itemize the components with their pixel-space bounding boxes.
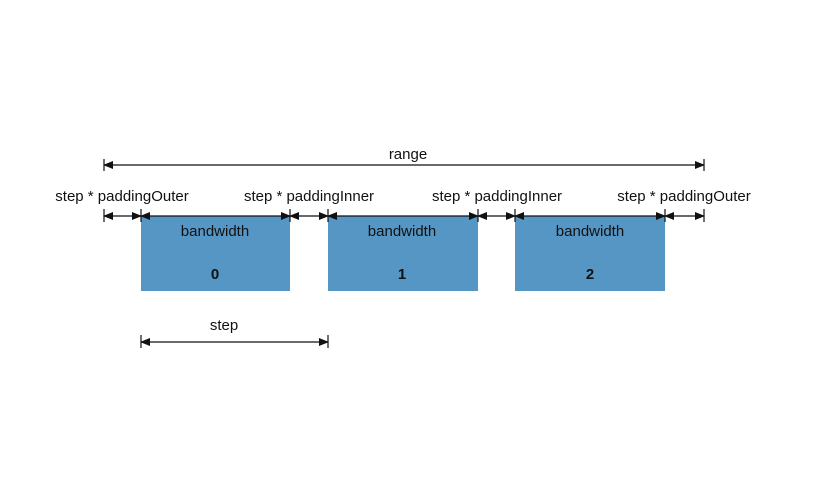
band-index-1: 1 — [398, 266, 406, 283]
step-dimension: step — [140, 317, 329, 348]
band-rect-2 — [515, 216, 665, 291]
band-rect-1 — [328, 216, 478, 291]
padding-outer-right-label: step * paddingOuter — [617, 188, 750, 205]
band-index-0: 0 — [211, 266, 219, 283]
padding-inner-left-label: step * paddingInner — [244, 188, 374, 205]
band-index-2: 2 — [586, 266, 594, 283]
padding-inner-right-label: step * paddingInner — [432, 188, 562, 205]
bands: bandwidth bandwidth bandwidth 0 1 2 — [141, 216, 665, 291]
padding-outer-left-label: step * paddingOuter — [55, 188, 188, 205]
step-label: step — [210, 317, 238, 334]
range-dimension: range — [103, 146, 705, 171]
band-rect-0 — [141, 216, 290, 291]
band-label-1: bandwidth — [368, 223, 436, 240]
padding-labels: step * paddingOuter step * paddingInner … — [55, 188, 750, 205]
range-label: range — [389, 146, 427, 163]
band-label-2: bandwidth — [556, 223, 624, 240]
band-label-0: bandwidth — [181, 223, 249, 240]
